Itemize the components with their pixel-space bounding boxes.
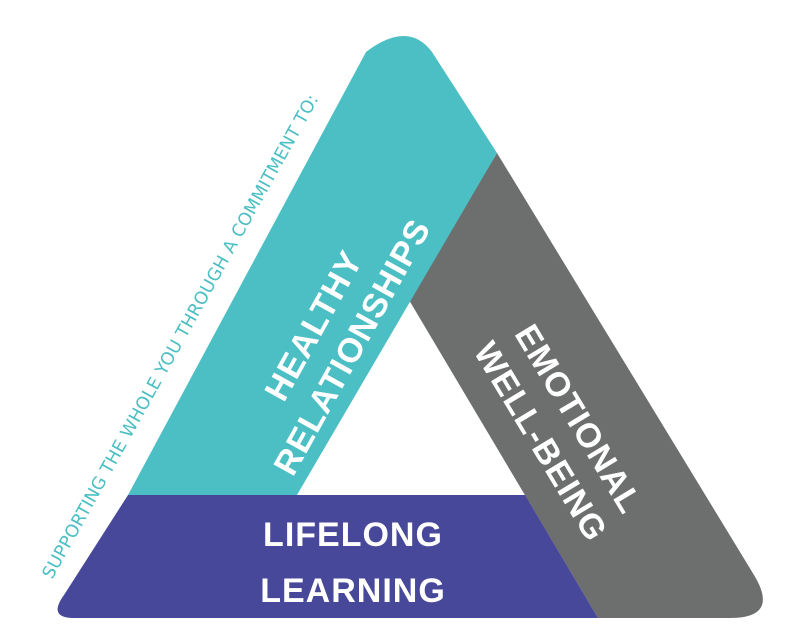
learning-label: LEARNING <box>260 572 446 610</box>
lifelong-label: LIFELONG <box>263 516 443 554</box>
emotional-wellbeing-band <box>409 153 763 618</box>
lifelong-learning-band <box>57 495 599 618</box>
healthy-relationships-band <box>128 36 497 495</box>
